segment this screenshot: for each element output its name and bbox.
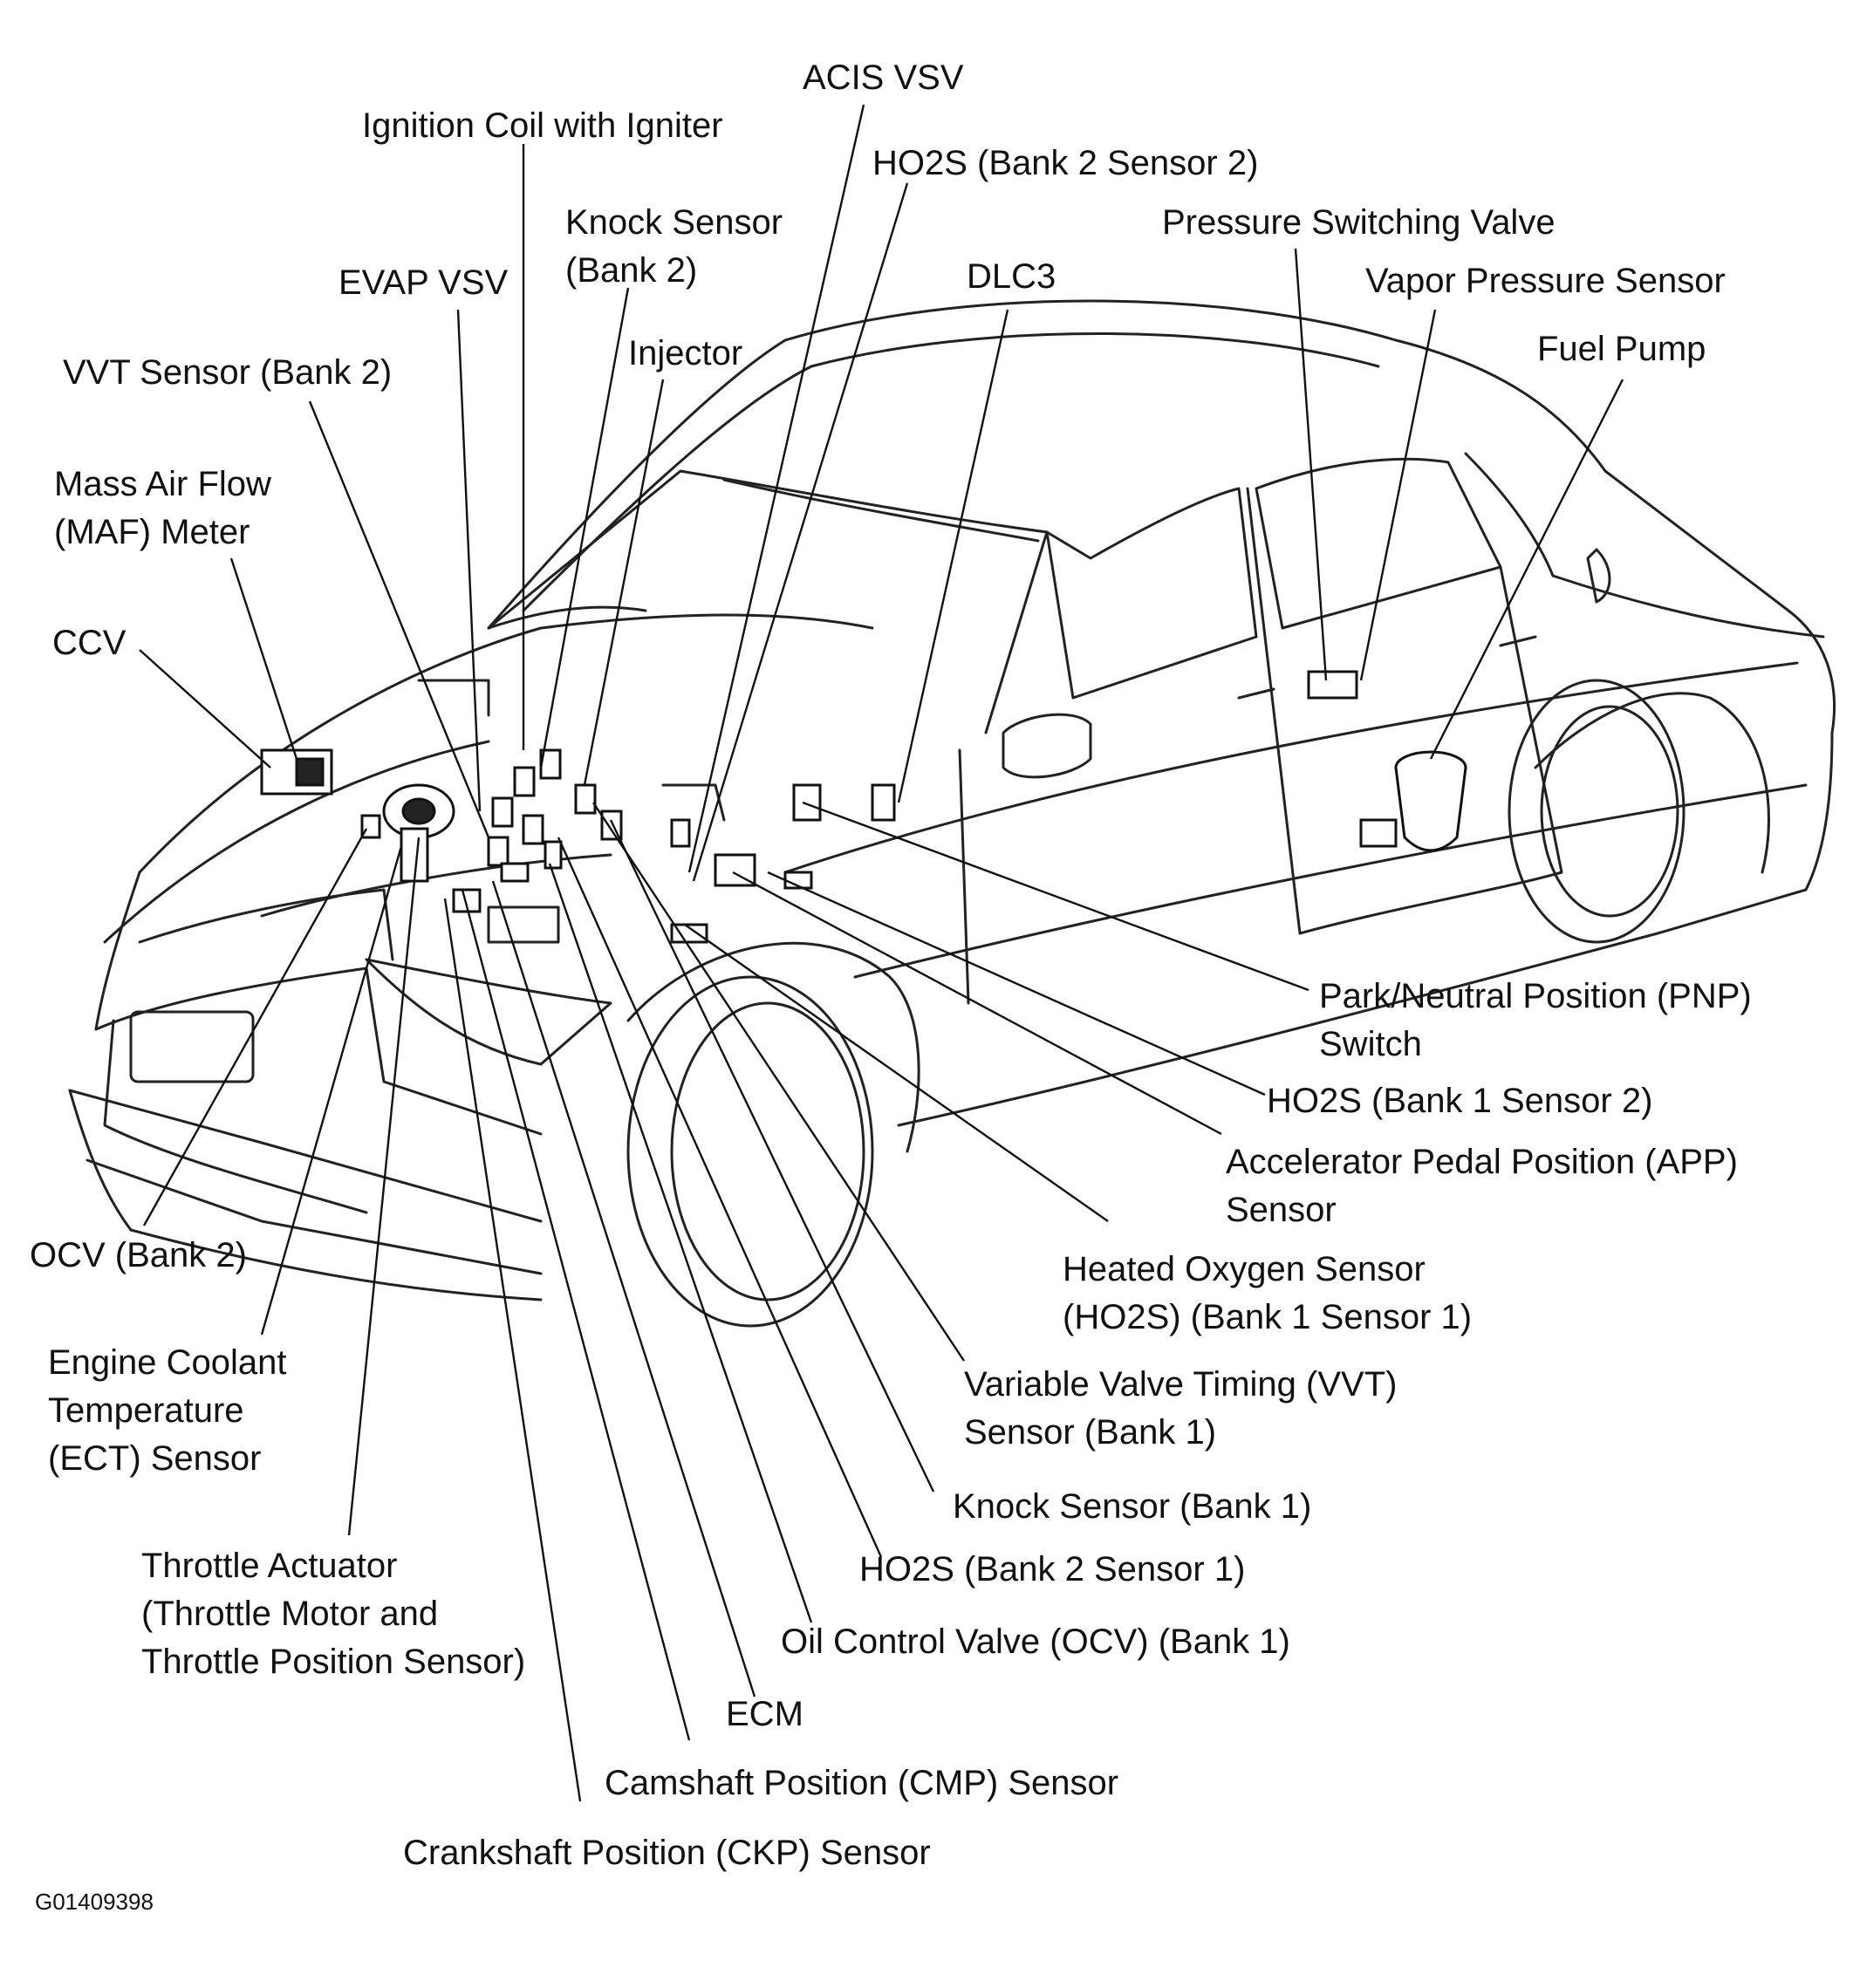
label-pressure-switching-valve: Pressure Switching Valve	[1162, 203, 1556, 242]
label-injector: Injector	[628, 334, 743, 372]
label-vvt-sensor-bank2: VVT Sensor (Bank 2)	[63, 353, 393, 392]
label-ignition-coil: Ignition Coil with Igniter	[362, 106, 723, 145]
engine-components	[260, 670, 1467, 944]
label-fuel-pump: Fuel Pump	[1537, 330, 1706, 368]
car-outline	[68, 299, 1836, 1328]
figure-id: G01409398	[35, 1889, 154, 1915]
label-pnp-switch: Park/Neutral Position (PNP)Switch	[1319, 977, 1752, 1063]
label-heated-oxygen-sensor: Heated Oxygen Sensor(HO2S) (Bank 1 Senso…	[1063, 1250, 1473, 1336]
label-ecm: ECM	[726, 1695, 803, 1733]
label-dlc3: DLC3	[967, 257, 1056, 296]
leader-lines	[139, 104, 1624, 1802]
label-ho2s-bank2-sensor1: HO2S (Bank 2 Sensor 1)	[859, 1550, 1246, 1588]
label-knock-sensor-bank2: Knock Sensor(Bank 2)	[565, 203, 783, 290]
label-ho2s-bank2-sensor2: HO2S (Bank 2 Sensor 2)	[872, 144, 1259, 182]
label-app-sensor: Accelerator Pedal Position (APP)Sensor	[1226, 1143, 1738, 1229]
label-ho2s-bank1-sensor2: HO2S (Bank 1 Sensor 2)	[1267, 1082, 1653, 1120]
label-ckp-sensor: Crankshaft Position (CKP) Sensor	[403, 1834, 931, 1872]
label-ocv-bank2: OCV (Bank 2)	[30, 1236, 247, 1274]
label-cmp-sensor: Camshaft Position (CMP) Sensor	[605, 1764, 1119, 1802]
label-vvt-sensor-bank1: Variable Valve Timing (VVT)Sensor (Bank …	[964, 1365, 1398, 1452]
label-evap-vsv: EVAP VSV	[338, 263, 509, 302]
label-vapor-pressure-sensor: Vapor Pressure Sensor	[1365, 262, 1726, 300]
label-knock-sensor-bank1: Knock Sensor (Bank 1)	[953, 1487, 1312, 1526]
label-acis-vsv: ACIS VSV	[803, 58, 964, 97]
label-maf-meter: Mass Air Flow(MAF) Meter	[54, 465, 271, 551]
label-ccv: CCV	[52, 624, 126, 662]
label-ocv-bank1: Oil Control Valve (OCV) (Bank 1)	[781, 1623, 1290, 1661]
